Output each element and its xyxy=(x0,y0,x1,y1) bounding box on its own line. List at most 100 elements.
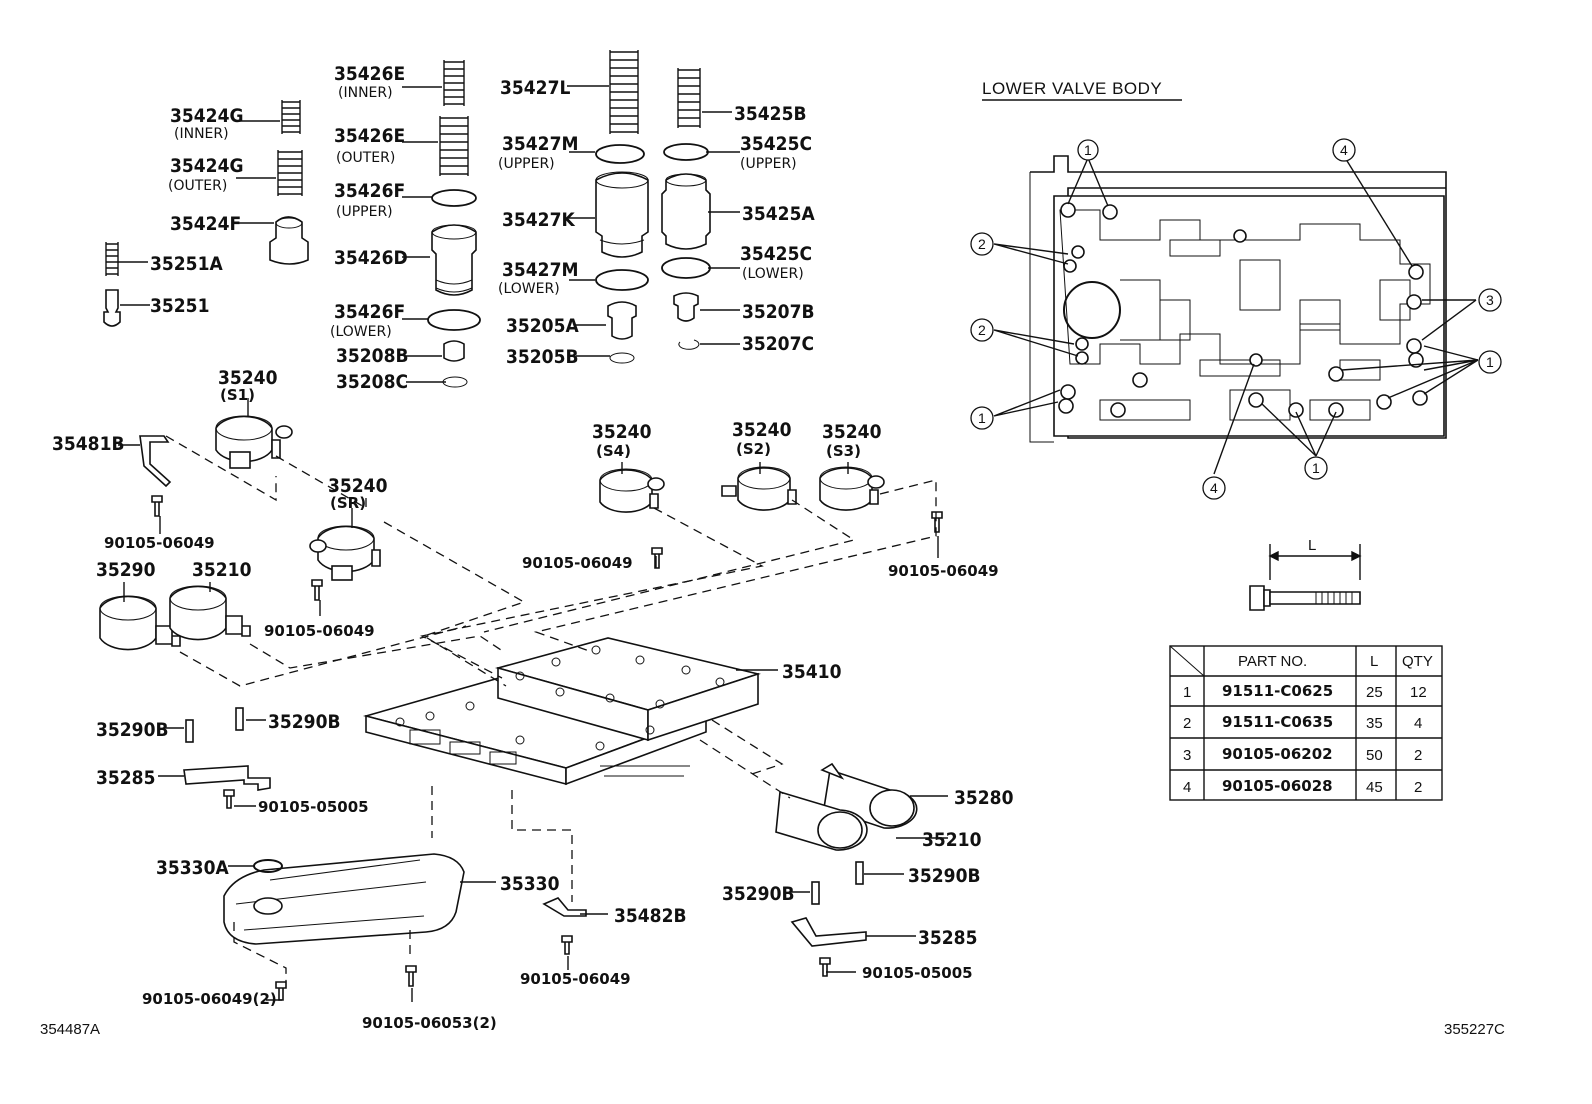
label-35426E-inner: 35426E xyxy=(334,63,405,85)
note-inner-a: (INNER) xyxy=(174,126,229,142)
label-35330: 35330 xyxy=(500,873,560,895)
inset-valve-body-plan xyxy=(1029,155,1447,443)
solenoid-35240-S4 xyxy=(599,468,665,513)
table-header-part-no: PART NO. xyxy=(1238,653,1307,670)
valve-body-35410 xyxy=(362,637,761,786)
label-bolt-f: 90105-06049(2) xyxy=(142,990,277,1008)
label-s1: (S1) xyxy=(220,386,255,404)
table-row-2-l: 35 xyxy=(1366,715,1383,732)
diagram-code-left: 354487A xyxy=(40,1021,100,1038)
label-35425A: 35425A xyxy=(742,203,815,225)
label-35251A: 35251A xyxy=(150,253,223,275)
label-35240-s2: 35240 xyxy=(732,419,792,441)
inset-callouts: 1 2 2 1 4 3 1 1 4 xyxy=(970,138,1502,500)
label-35425C-upper: 35425C xyxy=(740,133,812,155)
label-bolt-h: 90105-06053(2) xyxy=(362,1014,497,1032)
note-lower-c: (LOWER) xyxy=(742,266,804,282)
note-upper-b: (UPPER) xyxy=(498,156,555,172)
label-35427L: 35427L xyxy=(500,77,570,99)
label-35208C: 35208C xyxy=(336,371,408,393)
label-35207C: 35207C xyxy=(742,333,814,355)
callout-1-left: 1 xyxy=(978,410,986,426)
oring-35425C-upper xyxy=(663,143,709,161)
sleeve-35425A xyxy=(661,173,711,250)
inset-title: LOWER VALVE BODY xyxy=(982,79,1162,98)
note-lower-a: (LOWER) xyxy=(330,324,392,340)
plug-35205A xyxy=(607,301,637,340)
callout-4-bottom: 4 xyxy=(1210,480,1218,496)
label-35205A: 35205A xyxy=(506,315,579,337)
label-35426D: 35426D xyxy=(334,247,408,269)
ring-35207C xyxy=(678,339,700,350)
label-35426E-outer: 35426E xyxy=(334,125,405,147)
sleeve-35427K xyxy=(595,171,649,258)
label-35240-s1: 35240 xyxy=(218,367,278,389)
plate-35285-b xyxy=(790,917,867,947)
label-35426F-upper: 35426F xyxy=(334,180,405,202)
pin-35290B-c xyxy=(855,861,864,885)
callout-1-top: 1 xyxy=(1084,142,1092,158)
label-35424G-inner: 35424G xyxy=(170,105,244,127)
label-35285-b: 35285 xyxy=(918,927,977,949)
label-35290: 35290 xyxy=(96,559,156,581)
table-row-3-num: 3 xyxy=(1183,747,1191,764)
plug-35207B xyxy=(673,292,699,322)
label-bolt-c: 90105-06049 xyxy=(522,554,633,572)
label-35425B: 35425B xyxy=(734,103,807,125)
note-upper-a: (UPPER) xyxy=(336,204,393,220)
solenoid-35240-S1 xyxy=(215,415,293,469)
note-outer-a: (OUTER) xyxy=(168,178,227,194)
inset-lower-valve-body: LOWER VALVE BODY xyxy=(970,79,1502,801)
label-35330A: 35330A xyxy=(156,857,229,879)
solenoid-35240-SR xyxy=(309,525,381,581)
label-35290B-a: 35290B xyxy=(96,719,169,741)
spring-35424G-inner xyxy=(281,100,301,134)
table-row-1-num: 1 xyxy=(1183,684,1191,701)
label-35290B-c: 35290B xyxy=(908,865,981,887)
spring-35426E-outer xyxy=(439,116,469,176)
label-35410: 35410 xyxy=(782,661,842,683)
label-35424G-outer: 35424G xyxy=(170,155,244,177)
oring-35425C-lower xyxy=(661,257,711,279)
label-35240-s4: 35240 xyxy=(592,421,652,443)
label-35290B-b: 35290B xyxy=(268,711,341,733)
ring-35205B xyxy=(609,352,635,364)
note-outer-b: (OUTER) xyxy=(336,150,395,166)
label-s2: (S2) xyxy=(736,440,771,458)
spring-35427L xyxy=(609,50,639,134)
table-row-2-part: 91511-C0635 xyxy=(1222,713,1333,731)
label-35280: 35280 xyxy=(954,787,1014,809)
solenoid-35240-S2 xyxy=(721,466,797,511)
label-35210-a: 35210 xyxy=(192,559,252,581)
plate-35285-a xyxy=(183,765,271,791)
pin-35290B-d xyxy=(811,881,820,905)
label-35427K: 35427K xyxy=(502,209,575,231)
assembly-lines xyxy=(165,435,937,982)
note-inner-b: (INNER) xyxy=(338,85,393,101)
callout-2-upper: 2 xyxy=(978,236,986,252)
callout-3-right: 3 xyxy=(1486,292,1494,308)
label-s4: (S4) xyxy=(596,442,631,460)
leader-lines-lower xyxy=(118,398,948,1002)
inset-callout-leaders xyxy=(993,155,1479,475)
label-bolt-a: 90105-06049 xyxy=(104,534,215,552)
note-upper-c: (UPPER) xyxy=(740,156,797,172)
bracket-35481B xyxy=(139,435,172,488)
table-row-4-l: 45 xyxy=(1366,779,1383,796)
bolts xyxy=(151,495,943,1001)
plug-35424F xyxy=(269,216,309,265)
label-35427M-lower: 35427M xyxy=(502,259,578,281)
label-sr: (SR) xyxy=(330,494,366,512)
table-row-2-qty: 4 xyxy=(1414,715,1422,732)
part-labels: 35424G (INNER) 35424G (OUTER) 35424F 352… xyxy=(40,63,1505,1038)
table-row-1-l: 25 xyxy=(1366,684,1383,701)
oring-35426F-upper xyxy=(431,189,477,207)
label-35482B: 35482B xyxy=(614,905,687,927)
spring-35251A xyxy=(105,242,119,276)
label-35240-s3: 35240 xyxy=(822,421,882,443)
bolt-table: PART NO. L QTY 1 91511-C0625 25 12 2 915… xyxy=(1169,645,1443,801)
oring-35427M-upper xyxy=(595,144,645,164)
solenoid-35290 xyxy=(99,595,181,651)
